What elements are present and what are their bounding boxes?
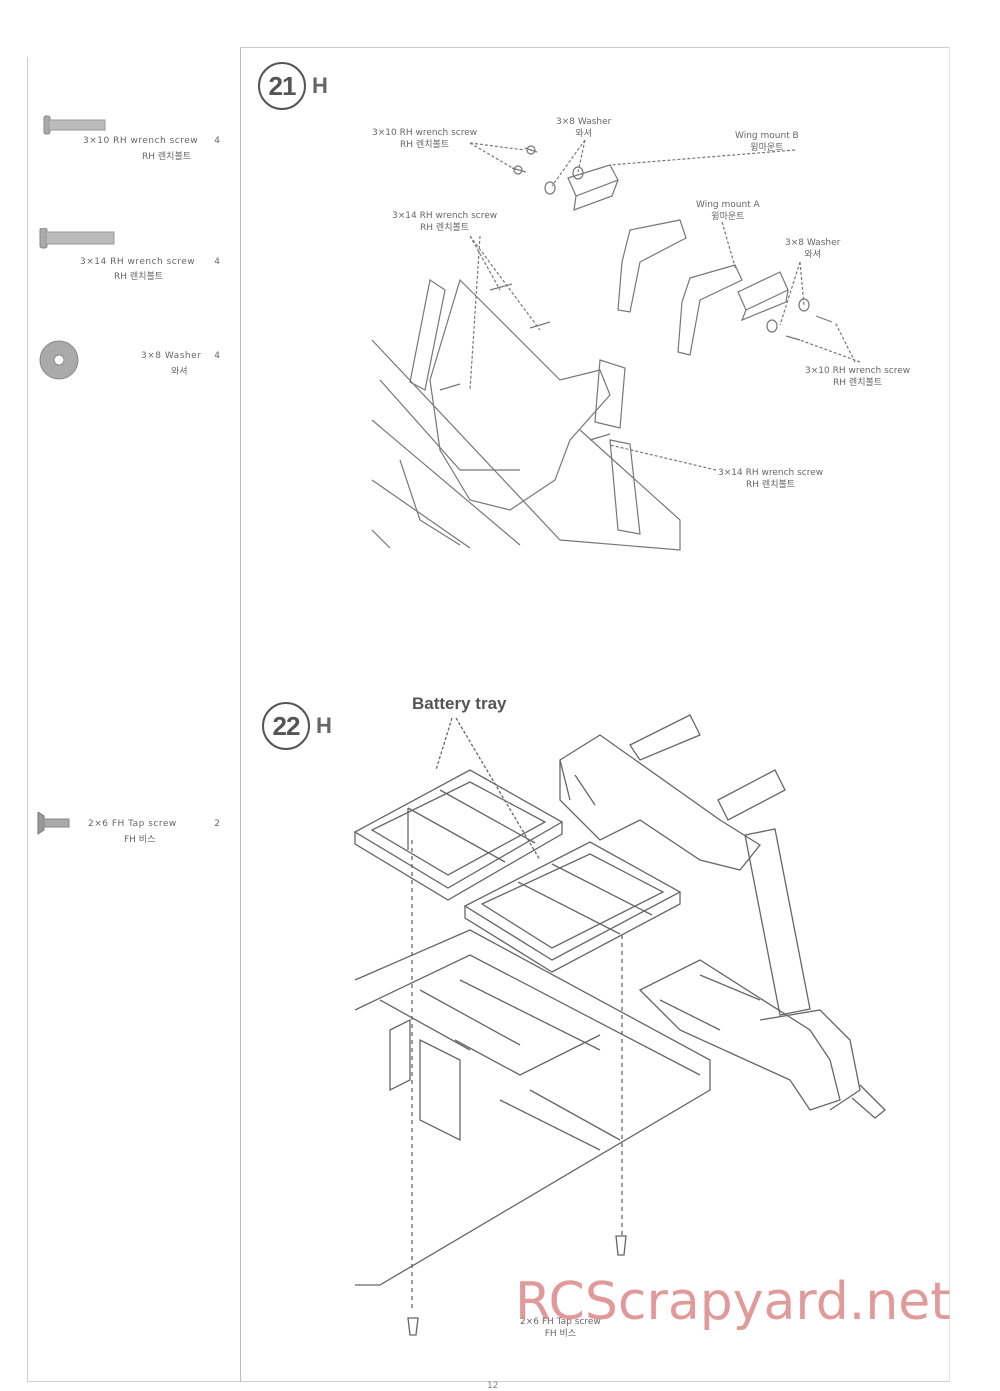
part-tap-2x6: 2×6 FH Tap screw 2 FH 비스	[36, 812, 226, 852]
part-korean: 와셔	[171, 367, 188, 377]
part-name: 3×8 Washer	[141, 351, 202, 361]
label-battery-tray: Battery tray	[412, 694, 507, 713]
part-qty: 4	[214, 351, 220, 361]
divider	[240, 47, 241, 1382]
step-number: 22	[262, 702, 310, 750]
step-22-heading: 22 H	[262, 702, 332, 750]
part-wrench-3x10: 3×10 RH wrench screw 4 RH 렌치볼트	[36, 110, 226, 170]
part-korean: FH 비스	[124, 835, 156, 845]
part-qty: 4	[214, 257, 220, 267]
tap-screw-icon	[37, 812, 70, 835]
page-number: 12	[487, 1381, 499, 1391]
part-name: 3×10 RH wrench screw	[83, 136, 199, 146]
part-korean: RH 렌치볼트	[142, 152, 192, 162]
right-border	[949, 47, 950, 1382]
part-qty: 2	[214, 819, 220, 829]
step-suffix: H	[316, 713, 332, 738]
part-wrench-3x14: 3×14 RH wrench screw 4 RH 렌치볼트	[36, 228, 226, 288]
step-21-heading: 21 H	[258, 62, 328, 110]
part-qty: 4	[214, 136, 220, 146]
part-washer-3x8: 3×8 Washer 4 와셔	[36, 340, 226, 380]
step-number: 21	[258, 62, 306, 110]
screw-3x10-icon	[43, 115, 106, 135]
step-suffix: H	[312, 73, 328, 98]
watermark: RCScrapyard.net	[515, 1272, 951, 1332]
left-border	[27, 57, 28, 1382]
washer-icon	[39, 340, 79, 380]
part-korean: RH 렌치볼트	[114, 272, 164, 282]
part-name: 2×6 FH Tap screw	[88, 819, 177, 829]
screw-3x14-icon	[39, 228, 115, 249]
part-name: 3×14 RH wrench screw	[80, 257, 196, 267]
bottom-border	[27, 1381, 950, 1382]
top-border	[240, 47, 950, 48]
